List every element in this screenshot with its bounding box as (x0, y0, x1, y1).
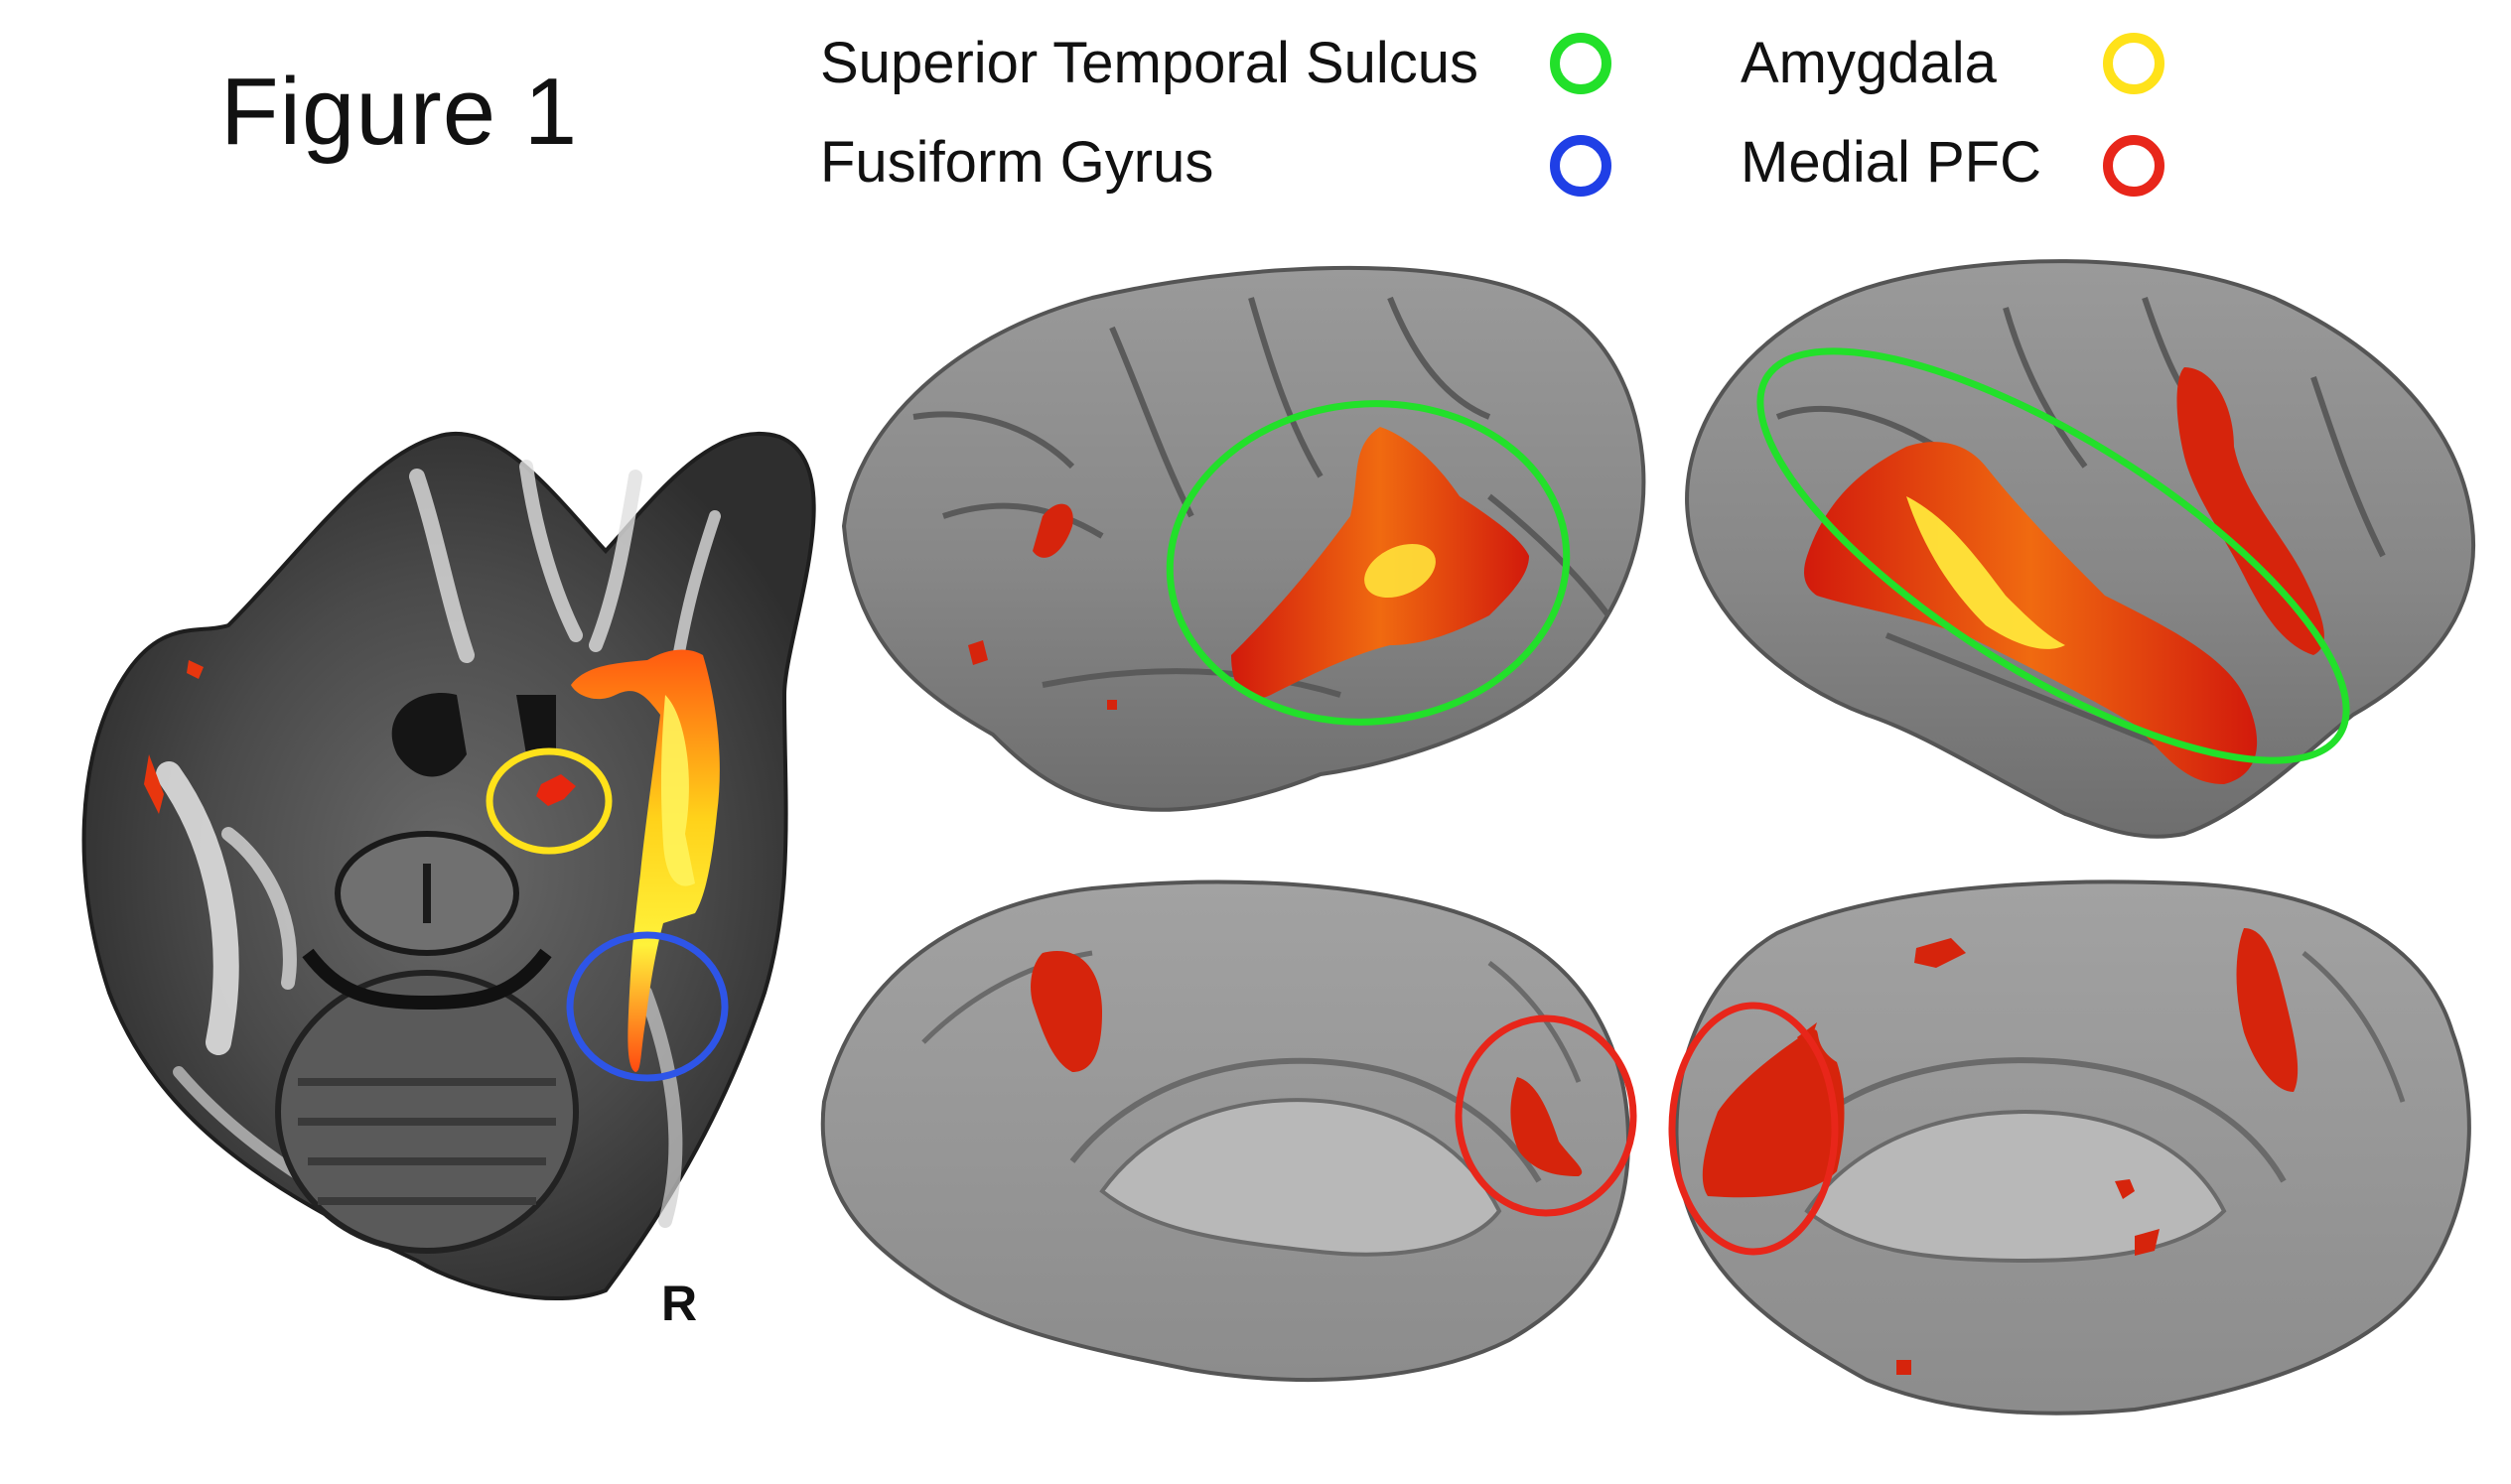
legend-ring-fusiform-icon (1550, 135, 1611, 197)
sts-marker-right (1756, 347, 2350, 764)
mpfc-marker-left (1455, 1014, 1637, 1217)
legend-ring-sts-icon (1550, 33, 1611, 94)
legend-label-amygdala: Amygdala (1741, 31, 1997, 95)
lateral-left-hemisphere-icon (841, 265, 1646, 812)
mpfc-marker-right (1668, 1002, 1839, 1256)
legend-ring-mpfc-icon (2103, 135, 2164, 197)
side-label-right: R (661, 1276, 698, 1331)
amygdala-marker (486, 747, 613, 855)
sts-marker-left (1166, 400, 1571, 726)
axial-brain-slice-icon (81, 431, 816, 1301)
legend-ring-amygdala-icon (2103, 33, 2164, 94)
fusiform-marker (566, 931, 729, 1082)
legend-label-mpfc: Medial PFC (1741, 130, 2041, 195)
legend-label-sts: Superior Temporal Sulcus (820, 31, 1479, 95)
figure-title: Figure 1 (220, 59, 579, 165)
medial-right-hemisphere-icon (1668, 879, 2471, 1416)
lateral-right-hemisphere-icon (1685, 259, 2476, 839)
medial-left-hemisphere-icon (820, 879, 1637, 1382)
legend-label-fusiform: Fusiform Gyrus (820, 130, 1214, 195)
